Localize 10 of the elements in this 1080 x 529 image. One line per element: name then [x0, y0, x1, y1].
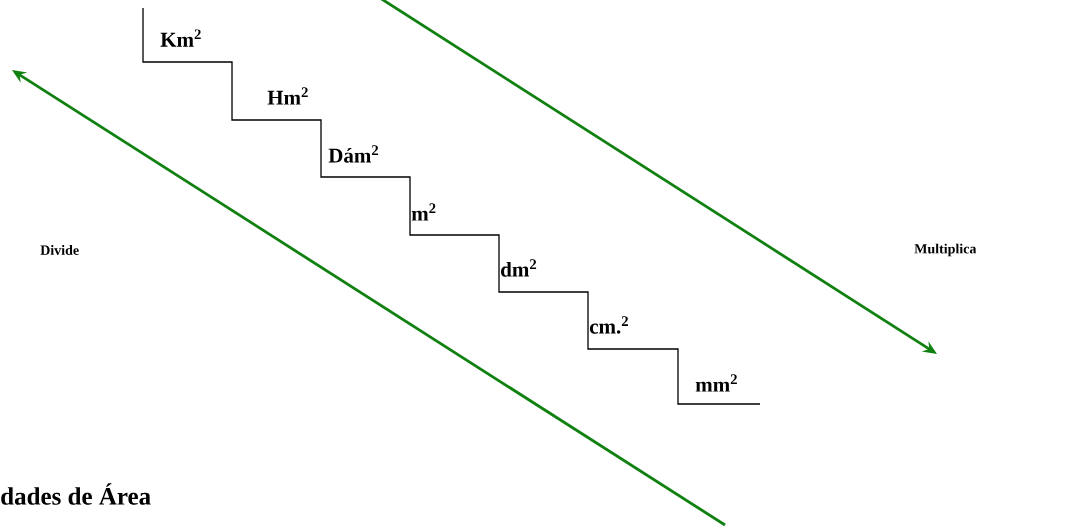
unit-label: Dám$^{2}$ — [328, 145, 379, 163]
unit-label: cm.$^{2}$ — [589, 316, 628, 334]
direction-label: Multiplica — [914, 243, 977, 257]
unit-label: Km$^{2}$ — [160, 29, 201, 47]
unit-label: dm$^{2}$ — [501, 259, 537, 277]
unit-label: mm$^{2}$ — [695, 374, 737, 392]
unit-label: m$^{2}$ — [411, 203, 436, 221]
heading: dades de Área — [1, 483, 151, 505]
direction-label: Divide — [40, 245, 79, 255]
unit-label: Hm$^{2}$ — [267, 87, 308, 105]
